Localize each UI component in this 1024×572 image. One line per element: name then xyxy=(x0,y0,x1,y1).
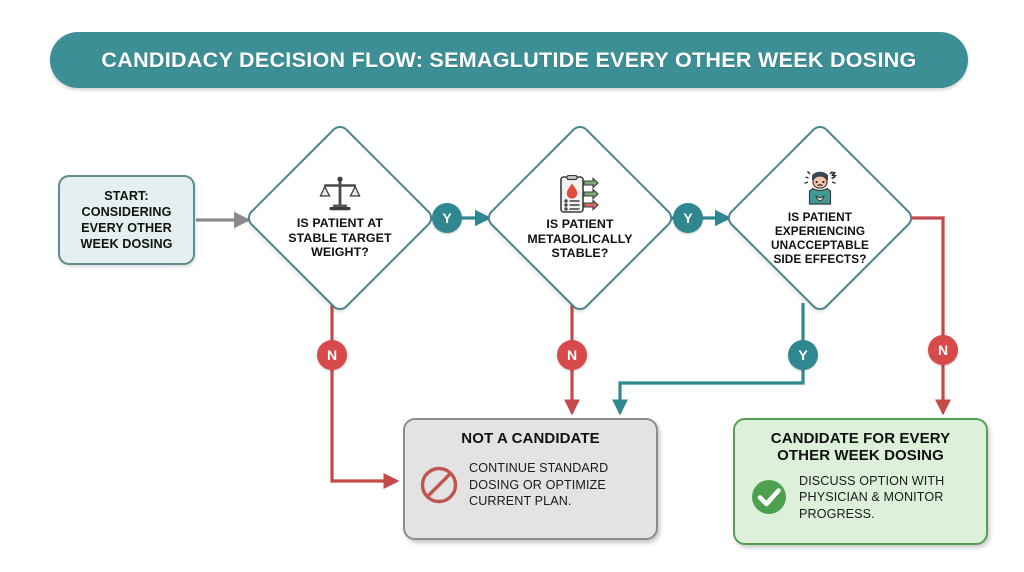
decision-node-stable-target-weight[interactable]: IS PATIENT AT STABLE TARGET WEIGHT? xyxy=(243,121,437,315)
outcome-description: DISCUSS OPTION WITH PHYSICIAN & MONITOR … xyxy=(799,473,945,521)
outcome-title: NOT A CANDIDATE xyxy=(461,430,600,447)
prohibited-icon xyxy=(419,465,459,505)
page-title: Candidacy Decision Flow: Semaglutide Eve… xyxy=(101,47,917,72)
patient-discomfort-icon xyxy=(797,169,843,209)
outcome-not-a-candidate[interactable]: NOT A CANDIDATE CONTINUE STANDARD DOSING… xyxy=(403,418,658,540)
edge-decision-1-no-lower xyxy=(330,370,400,489)
chart-header-banner: Candidacy Decision Flow: Semaglutide Eve… xyxy=(50,32,968,88)
edge-label-yes-decision-1: Y xyxy=(432,203,462,233)
outcome-title: CANDIDATE FOR EVERY OTHER WEEK DOSING xyxy=(770,430,951,465)
decision-node-label: IS PATIENT AT STABLE TARGET WEIGHT? xyxy=(288,216,392,260)
edge-label-yes-decision-2: Y xyxy=(673,203,703,233)
edge-decision-3-no-upper xyxy=(905,216,945,336)
check-circle-icon xyxy=(749,477,789,517)
edge-label-no-decision-2: N xyxy=(557,340,587,370)
decision-node-metabolically-stable[interactable]: IS PATIENT METABOLICALLY STABLE? xyxy=(483,121,677,315)
edge-label-no-decision-3: N xyxy=(928,335,958,365)
decision-node-label: IS PATIENT EXPERIENCING UNACCEPTABLE SID… xyxy=(771,210,869,266)
balance-scale-icon xyxy=(319,176,361,214)
decision-node-unacceptable-side-effects[interactable]: IS PATIENT EXPERIENCING UNACCEPTABLE SID… xyxy=(723,121,917,315)
outcome-description: CONTINUE STANDARD DOSING OR OPTIMIZE CUR… xyxy=(469,461,609,509)
edge-decision-3-yes-lower xyxy=(612,370,805,416)
edge-label-yes-decision-3: Y xyxy=(788,340,818,370)
outcome-candidate-for-every-other-week-dosing[interactable]: CANDIDATE FOR EVERY OTHER WEEK DOSING DI… xyxy=(733,418,988,545)
edge-label-no-decision-1: N xyxy=(317,340,347,370)
start-node-label: START: CONSIDERING EVERY OTHER WEEK DOSI… xyxy=(80,188,173,252)
decision-node-label: IS PATIENT METABOLICALLY STABLE? xyxy=(527,217,633,261)
lab-report-icon xyxy=(557,174,603,215)
start-node[interactable]: START: CONSIDERING EVERY OTHER WEEK DOSI… xyxy=(58,175,195,265)
